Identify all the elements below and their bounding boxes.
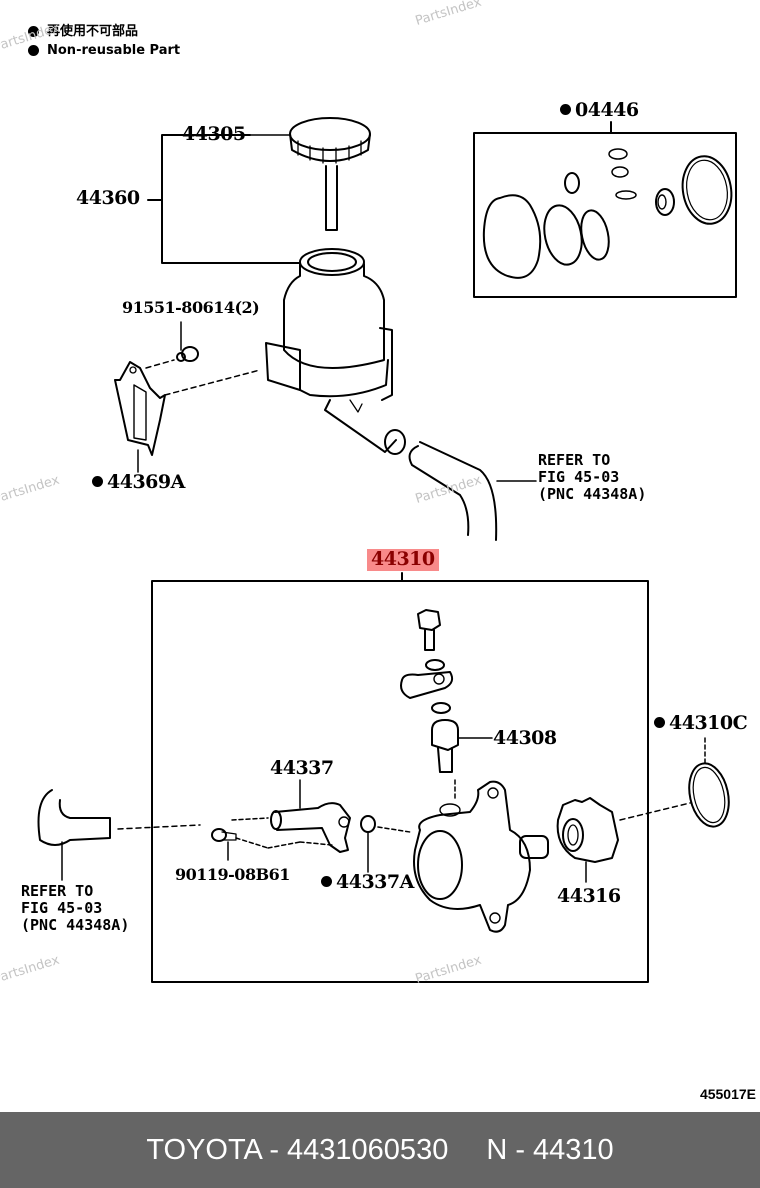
reservoir-hose-drawing <box>408 441 537 541</box>
pump-assembly-box-44310 <box>151 572 649 983</box>
part-label-90119-08B61[interactable]: 90119-08B61 <box>175 865 290 884</box>
legend-label-jp: 再使用不可部品 <box>47 24 139 39</box>
non-reusable-icon <box>560 104 571 115</box>
bracket-44369A-drawing <box>114 321 261 473</box>
part-label-44337[interactable]: 44337 <box>270 757 334 779</box>
parts-diagram: 再使用不可部品 Non-reusable Part 44305 44360 04… <box>0 0 756 1102</box>
pipe-44337-drawing <box>211 779 411 873</box>
part-number-44310C: 44310C <box>669 712 748 734</box>
non-reusable-icon <box>92 476 103 487</box>
reservoir-drawing <box>265 248 406 455</box>
pump-body-drawing <box>413 780 549 933</box>
part-number-04446: 04446 <box>575 99 639 121</box>
diagram-drawing <box>37 117 737 983</box>
part-label-91551-80614[interactable]: 91551-80614(2) <box>122 298 260 317</box>
part-number-info: TOYOTA - 4431060530 <box>146 1133 449 1166</box>
legend-label-en: Non-reusable Part <box>47 43 181 58</box>
part-label-04446[interactable]: 04446 <box>560 101 639 120</box>
legend: 再使用不可部品 Non-reusable Part <box>28 22 180 60</box>
part-number-44369A: 44369A <box>107 471 185 493</box>
part-label-44337A[interactable]: 44337A <box>321 873 414 892</box>
return-hose-drawing <box>37 789 201 881</box>
legend-item-jp: 再使用不可部品 <box>28 22 180 41</box>
refer-note-lower: REFER TO FIG 45-03 (PNC 44348A) <box>21 882 130 934</box>
non-reusable-icon <box>321 876 332 887</box>
figure-number: 455017E <box>699 1086 756 1102</box>
part-label-44310-highlighted[interactable]: 44310 <box>367 549 439 571</box>
gear-44316-drawing <box>556 797 691 883</box>
oring-44310C-drawing <box>688 737 730 828</box>
part-label-44305[interactable]: 44305 <box>182 123 246 145</box>
filled-circle-icon <box>28 45 39 56</box>
part-label-44310C[interactable]: 44310C <box>654 712 748 734</box>
union-bolt-stack-drawing <box>400 609 493 801</box>
part-label-44308[interactable]: 44308 <box>493 727 557 749</box>
filled-circle-icon <box>28 26 39 37</box>
reservoir-cap-drawing <box>289 117 371 231</box>
part-info-footer: TOYOTA - 4431060530 N - 44310 <box>0 1112 760 1188</box>
part-label-44316[interactable]: 44316 <box>557 885 621 907</box>
part-label-44360[interactable]: 44360 <box>76 187 140 209</box>
non-reusable-icon <box>654 717 665 728</box>
seal-kit-box-04446 <box>473 121 737 298</box>
part-number-44337A: 44337A <box>336 871 414 893</box>
refer-note-upper: REFER TO FIG 45-03 (PNC 44348A) <box>538 451 647 503</box>
assembly-bracket-44360 <box>147 134 301 264</box>
legend-item-en: Non-reusable Part <box>28 41 180 60</box>
pnc-info: N - 44310 <box>486 1133 614 1166</box>
part-label-44369A[interactable]: 44369A <box>92 473 185 492</box>
